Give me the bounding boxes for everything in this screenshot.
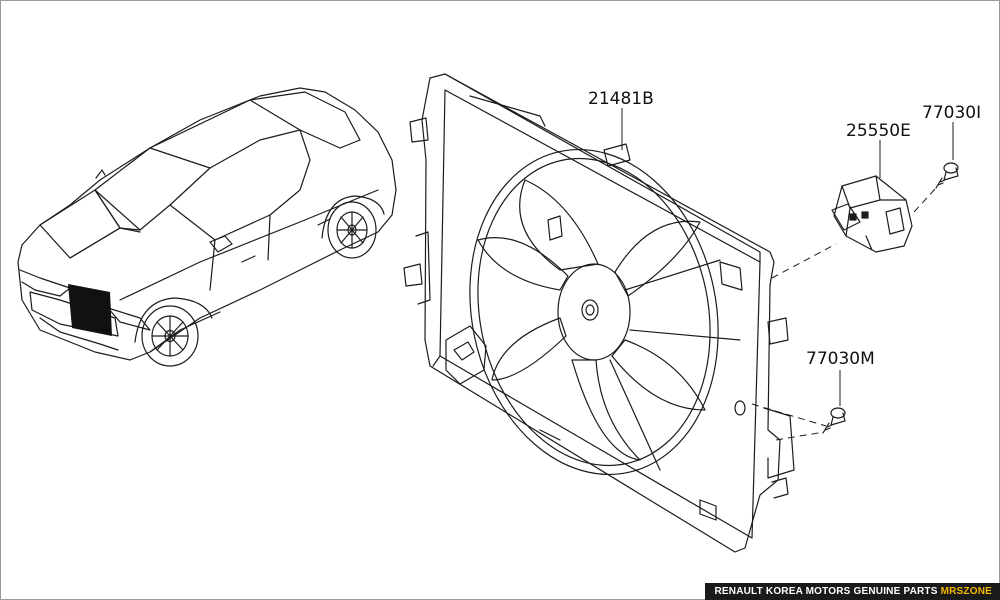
highlighted-part-location <box>68 284 112 336</box>
footer-brand-text: RENAULT KOREA MOTORS GENUINE PARTS <box>714 586 938 597</box>
dash-screw-to-shroud <box>751 403 827 427</box>
footer-watermark: RENAULT KOREA MOTORS GENUINE PARTS MRSZO… <box>704 583 1000 600</box>
fan-resistor-module <box>831 175 913 253</box>
part-label-77030I[interactable]: 77030I <box>922 103 981 123</box>
dash-module-to-shroud <box>771 243 837 279</box>
vehicle-illustration <box>17 87 397 367</box>
screw-upper <box>935 162 959 189</box>
footer-site-text: MRSZONE <box>940 586 992 597</box>
screw-lower <box>822 407 846 434</box>
part-label-21481B[interactable]: 21481B <box>588 89 654 109</box>
part-label-77030M[interactable]: 77030M <box>806 349 875 369</box>
dash-screw-to-module <box>913 187 937 213</box>
dash-screw-to-bracket <box>775 431 825 441</box>
leader-lines <box>621 108 954 441</box>
fan-shroud-assembly <box>403 73 795 553</box>
part-label-25550E[interactable]: 25550E <box>846 121 911 141</box>
